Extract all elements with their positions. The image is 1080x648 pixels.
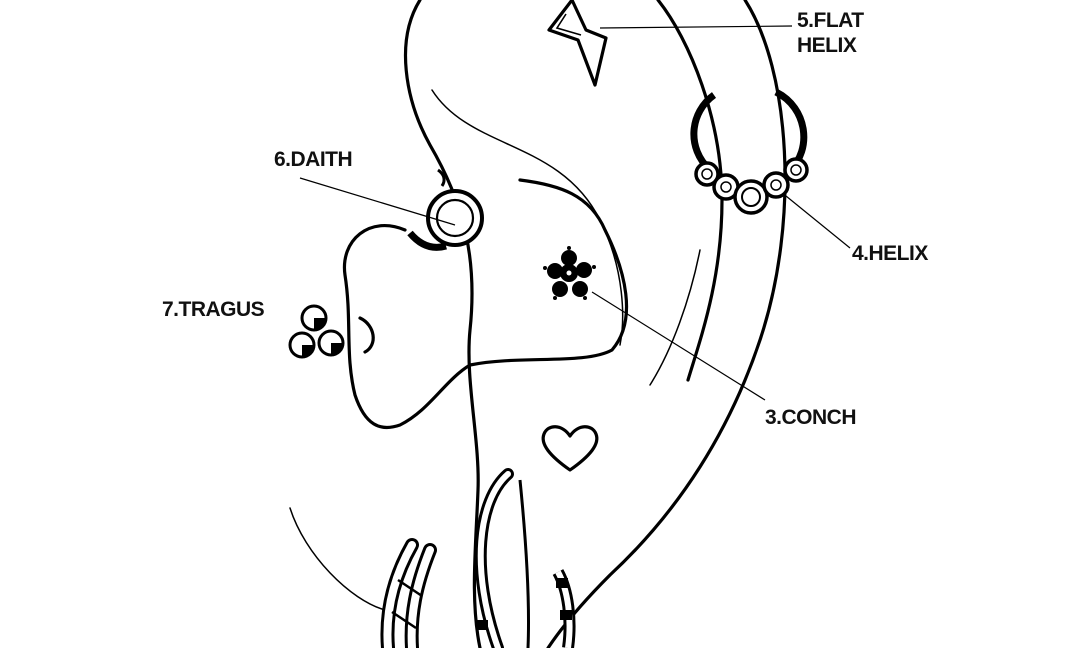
flower-stud-icon (543, 246, 596, 300)
lobe-curve (289, 507, 386, 611)
label-flat-helix-line2: HELIX (797, 34, 857, 57)
trinity-stud-icon (288, 304, 345, 359)
tragus-bump (358, 316, 375, 354)
beaded-hoop-icon (690, 88, 809, 215)
label-tragus: 7.TRAGUS (162, 298, 265, 321)
label-helix: 4.HELIX (852, 242, 928, 265)
ear-inner-rim (656, 0, 724, 382)
leader-conch (591, 291, 766, 401)
leader-flat-helix (599, 25, 793, 29)
antihelix-line (431, 89, 624, 346)
concha-contour (342, 178, 629, 430)
ear-helix-rim (546, 0, 787, 648)
label-daith: 6.DAITH (274, 148, 352, 171)
label-conch: 3.CONCH (765, 406, 856, 429)
leader-daith (299, 177, 456, 226)
label-flat-helix-line1: 5.FLAT (797, 9, 864, 32)
twisted-hoop-icon (380, 538, 437, 648)
daith-ring-icon (407, 168, 484, 251)
earlobe-hoop-icon (474, 468, 576, 648)
inner-fold-line (649, 249, 701, 386)
heart-stud-icon (541, 425, 599, 472)
lightning-bolt-stud-icon (547, 0, 608, 87)
leader-helix (785, 195, 851, 249)
